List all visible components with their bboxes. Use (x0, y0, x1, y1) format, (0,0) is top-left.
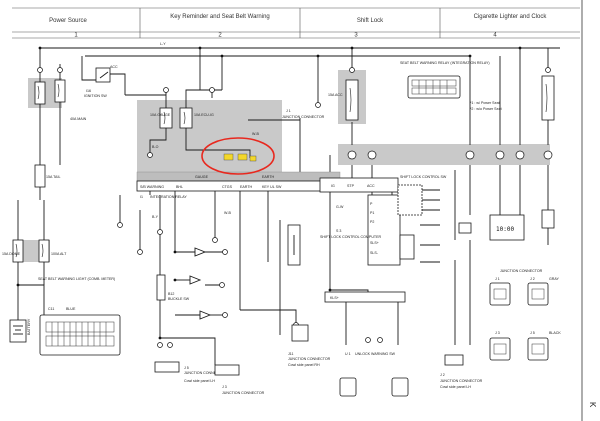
ignition-sw-label: IGNITION SW (84, 94, 107, 98)
section-title-2: Key Reminder and Seat Belt Warning (170, 14, 270, 20)
pin-gauge-label: GAUGE (195, 175, 209, 179)
fuse-acc-label: 15A ACC (328, 93, 343, 97)
pin-kls-plus-label: KLS+ (330, 296, 339, 300)
section-title-1: Power Source (49, 18, 87, 24)
fuse-40a-label: 40A MAIN (70, 117, 87, 121)
fuse-dome-label: 15A DOME (2, 252, 21, 256)
section-num-4: 4 (493, 33, 497, 39)
shift-lock-computer: IG STP ACC P P1 P2 SLS+ SLS- S 3 SHIFT L… (319, 175, 483, 397)
jc-center-label: JUNCTION CONNECTOR (288, 357, 331, 361)
ignition-switch: ACC I16 IGNITION SW (84, 65, 118, 98)
wire-color-labels: W-B W-B B-O L-Y G-W B-Y (152, 42, 344, 219)
key-unlock-area: J11 JUNCTION CONNECTOR Cowl side panel R… (282, 109, 331, 367)
pin-p-label: P (370, 202, 373, 206)
jc-mid-label: JUNCTION CONNECTOR (222, 391, 265, 395)
seat-belt-section: B12 BUCKLE SW SEAT BELT WARNING LIGHT (C… (38, 247, 212, 356)
wire-wb-2: W-B (252, 132, 260, 136)
sbr-label: SEAT BELT WARNING RELAY (INTEGRATION REL… (400, 61, 490, 65)
page-side-letter: K (588, 402, 597, 408)
rjc-gray: GRAY (549, 277, 560, 281)
rjc-black: BLACK (549, 331, 561, 335)
uw-sw-label: UNLOCK WARNING SW (355, 352, 396, 356)
fuse-tail-label: 15A TAIL (46, 175, 60, 179)
right-junction-connectors: JUNCTION CONNECTOR J 1 J 2 GRAY J 3 J 5 … (489, 269, 561, 361)
jc-mid-code: J 3 (222, 385, 227, 389)
clock-display: 10:00 (496, 226, 514, 233)
ignition-code-label: I16 (86, 89, 91, 93)
rjc-j5: J 5 (530, 331, 535, 335)
rjc-j1: J 1 (495, 277, 500, 281)
wire-wb-1: W-B (224, 211, 232, 215)
section-num-3: 3 (354, 33, 358, 39)
right-jc-label: JUNCTION CONNECTOR (500, 269, 543, 273)
rjc-j2: J 2 (530, 277, 535, 281)
slc-label: SHIFT LOCK CONTROL COMPUTER (320, 235, 382, 239)
wire-by: B-Y (152, 215, 159, 219)
pin-acc-label: ACC (367, 184, 375, 188)
ignition-acc-label: ACC (110, 65, 118, 69)
fuse-alt-label: 100A ALT (51, 252, 67, 256)
battery-label: BATTERY (27, 318, 31, 335)
pin-p2-label: P2 (370, 220, 374, 224)
pin-stp-label: STP (347, 184, 355, 188)
buckle-sw-code: B12 (168, 292, 174, 296)
section-num-1: 1 (74, 33, 78, 39)
jc-center-cowl: Cowl side panel RH (288, 363, 320, 367)
relay-note-2: *2 : w/o Power Seat (470, 107, 502, 111)
conn-c11-label: C11 (48, 307, 54, 311)
fuse-ecu-ig-label: 10A ECU-IG (194, 113, 214, 117)
wire-bo: B-O (152, 145, 159, 149)
pin-bhl-label: BHL (176, 185, 183, 189)
fuses (12, 75, 555, 263)
relay-note-1: *1 : w/ Power Seat (470, 101, 500, 105)
pin-sls-minus-label: SLS- (370, 251, 379, 255)
integration-relay-strip: GAUGE EARTH S/B WARNING BHL CTGS EARTH K… (136, 171, 341, 199)
pin-earth2-label: EARTH (240, 185, 253, 189)
pin-sls-plus-label: SLS+ (370, 241, 379, 245)
wire-ly: L-Y (160, 42, 166, 46)
slc-code: S 3 (336, 229, 341, 233)
jc-left-cowl: Cowl side panel LH (184, 379, 215, 383)
j1-label: J 1 (286, 109, 291, 113)
jc-right-label: JUNCTION CONNECTOR (440, 379, 483, 383)
wire-gw: G-W (336, 205, 344, 209)
integration-relay-code: I1 (140, 195, 143, 199)
seat-belt-light-label: SEAT BELT WARNING LIGHT (COMB. METER) (38, 277, 115, 281)
section-header: Power Source Key Reminder and Seat Belt … (12, 7, 580, 39)
integration-relay-shade (137, 100, 282, 173)
highlight-annotation (201, 137, 275, 175)
uw-sw-code: U 1 (345, 352, 351, 356)
junction-connector-left: J 5 JUNCTION CONNECTOR Cowl side panel L… (154, 361, 265, 395)
jc-right-code: J 2 (440, 373, 445, 377)
slsw-label: SHIFT LOCK CONTROL SW (400, 175, 447, 179)
fuse-gauge-label: 10A GAUGE (150, 113, 171, 117)
section-title-3: Shift Lock (357, 18, 384, 24)
conn-c11-blue: BLUE (66, 307, 76, 311)
jc-right-cowl: Cowl side panel LH (440, 385, 471, 389)
jc-left-label: JUNCTION CONNECTOR (184, 371, 227, 375)
rjc-j3: J 3 (495, 331, 500, 335)
pin-sb-warning-label: S/B WARNING (140, 185, 164, 189)
buckle-sw-label: BUCKLE SW (168, 297, 190, 301)
pin-p1-label: P1 (370, 211, 374, 215)
integration-relay-label: INTEGRATION RELAY (150, 195, 187, 199)
section-num-2: 2 (218, 33, 222, 39)
jc-center-code: J11 (288, 352, 294, 356)
section-title-4: Cigarette Lighter and Clock (474, 14, 548, 20)
pin-key-ul-sw-label: KEY UL SW (262, 185, 282, 189)
relay-bus-shade (338, 144, 550, 165)
red-circle-annotation (201, 137, 275, 175)
clock-lighter: 10:00 (458, 209, 555, 241)
connector-circles (37, 67, 551, 348)
relay-bus-connectors (347, 150, 553, 160)
seat-belt-relay: SEAT BELT WARNING RELAY (INTEGRATION REL… (400, 61, 502, 111)
j1-jc-label: JUNCTION CONNECTOR (282, 115, 325, 119)
jc-left-code: J 5 (184, 366, 189, 370)
junction-dots (16, 46, 522, 340)
battery: BATTERY (9, 318, 31, 343)
pin-cts-label: CTGS (222, 185, 233, 189)
pin-earth-label: EARTH (262, 175, 275, 179)
pin-ig-label: IG (331, 184, 335, 188)
